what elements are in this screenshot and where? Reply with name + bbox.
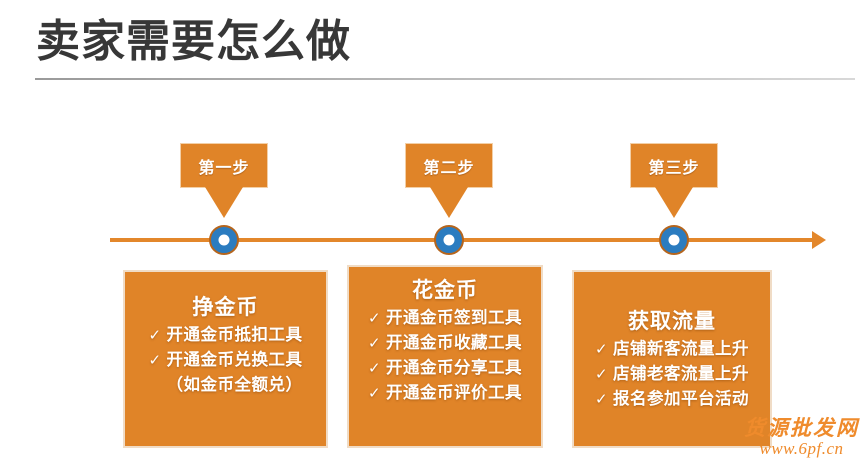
- step-badge-1[interactable]: 第一步: [180, 143, 268, 188]
- step-arrow-2-icon: [430, 187, 468, 218]
- step-arrow-3-icon: [655, 187, 693, 218]
- content-card-2[interactable]: 花金币 ✓ 开通金币签到工具 ✓ 开通金币收藏工具 ✓ 开通金币分享工具 ✓ 开…: [347, 265, 543, 448]
- card-1-item-2-label: 开通金币兑换工具: [166, 351, 303, 369]
- card-1-title: 挣金币: [192, 296, 259, 319]
- card-1-list: ✓ 开通金币抵扣工具 ✓ 开通金币兑换工具 （如金币全额兑）: [149, 323, 303, 397]
- step-badge-3[interactable]: 第三步: [630, 143, 718, 188]
- check-icon: ✓: [595, 341, 609, 358]
- check-icon: ✓: [368, 310, 382, 327]
- card-1-item-3: （如金币全额兑）: [149, 373, 303, 397]
- step-badge-1-label: 第一步: [198, 159, 250, 177]
- card-1-item-3-label: （如金币全额兑）: [166, 376, 303, 394]
- check-icon: ✓: [148, 327, 162, 344]
- card-3-item-1: ✓ 店铺新客流量上升: [595, 337, 749, 362]
- card-2-item-3-label: 开通金币分享工具: [386, 359, 522, 377]
- card-2-item-4: ✓ 开通金币评价工具: [368, 381, 522, 406]
- card-2-item-1: ✓ 开通金币签到工具: [368, 306, 522, 331]
- timeline-node-3[interactable]: [659, 225, 689, 255]
- card-2-title: 花金币: [412, 279, 478, 302]
- step-badge-3-label: 第三步: [648, 159, 700, 177]
- timeline-node-1[interactable]: [209, 225, 239, 255]
- card-1-item-2: ✓ 开通金币兑换工具: [149, 348, 303, 373]
- page-title: 卖家需要怎么做: [36, 17, 351, 66]
- card-2-item-3: ✓ 开通金币分享工具: [368, 356, 522, 381]
- check-icon: ✓: [148, 352, 162, 369]
- check-icon: ✓: [368, 335, 382, 352]
- content-card-1[interactable]: 挣金币 ✓ 开通金币抵扣工具 ✓ 开通金币兑换工具 （如金币全额兑）: [123, 270, 328, 448]
- card-2-item-2-label: 开通金币收藏工具: [386, 334, 522, 352]
- check-icon: ✓: [368, 360, 382, 377]
- content-card-3[interactable]: 获取流量 ✓ 店铺新客流量上升 ✓ 店铺老客流量上升 ✓ 报名参加平台活动: [572, 270, 772, 448]
- step-badge-2-label: 第二步: [423, 159, 475, 177]
- card-3-item-2: ✓ 店铺老客流量上升: [595, 362, 749, 387]
- card-3-item-3-label: 报名参加平台活动: [613, 390, 749, 408]
- check-icon: ✓: [595, 391, 609, 408]
- check-icon: ✓: [368, 385, 382, 402]
- card-3-list: ✓ 店铺新客流量上升 ✓ 店铺老客流量上升 ✓ 报名参加平台活动: [595, 337, 749, 412]
- check-icon: ✓: [595, 366, 609, 383]
- timeline-arrowhead-icon: [812, 231, 826, 249]
- step-badge-2[interactable]: 第二步: [405, 143, 493, 188]
- card-2-list: ✓ 开通金币签到工具 ✓ 开通金币收藏工具 ✓ 开通金币分享工具 ✓ 开通金币评…: [368, 306, 522, 406]
- card-3-item-2-label: 店铺老客流量上升: [613, 365, 749, 383]
- title-divider: [35, 78, 855, 80]
- card-2-item-1-label: 开通金币签到工具: [386, 309, 522, 327]
- timeline-node-2[interactable]: [434, 225, 464, 255]
- card-3-item-3: ✓ 报名参加平台活动: [595, 387, 749, 412]
- card-2-item-2: ✓ 开通金币收藏工具: [368, 331, 522, 356]
- step-arrow-1-icon: [205, 187, 243, 218]
- card-2-item-4-label: 开通金币评价工具: [386, 384, 522, 402]
- card-1-item-1-label: 开通金币抵扣工具: [166, 326, 303, 344]
- card-1-item-1: ✓ 开通金币抵扣工具: [149, 323, 303, 348]
- card-3-title: 获取流量: [628, 310, 716, 333]
- card-3-item-1-label: 店铺新客流量上升: [613, 340, 749, 358]
